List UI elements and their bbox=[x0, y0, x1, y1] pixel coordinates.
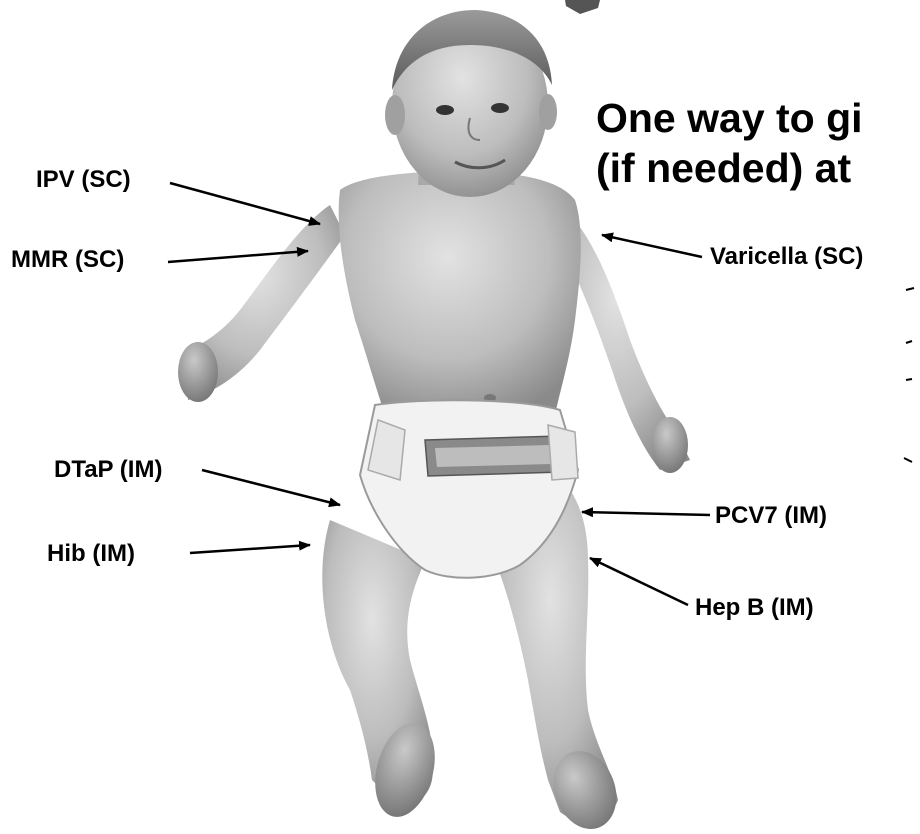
arrow-ipv bbox=[170, 183, 320, 224]
arrow-hepb bbox=[590, 558, 688, 605]
arrow-varicella bbox=[602, 235, 702, 257]
label-hepb: Hep B (IM) bbox=[695, 594, 814, 622]
eye-left bbox=[436, 105, 454, 115]
label-mmr: MMR (SC) bbox=[11, 246, 124, 274]
left-hand bbox=[652, 417, 688, 473]
arrow-pcv7 bbox=[582, 512, 710, 515]
arrow-hib bbox=[190, 545, 310, 553]
label-pcv7: PCV7 (IM) bbox=[715, 502, 827, 530]
label-varicella: Varicella (SC) bbox=[710, 243, 863, 271]
top-object bbox=[565, 0, 600, 14]
label-ipv: IPV (SC) bbox=[36, 166, 131, 194]
ear-left bbox=[385, 95, 405, 135]
title-line-2: (if needed) at bbox=[596, 146, 851, 190]
diaper-tab-right bbox=[548, 425, 578, 480]
title-line-1: One way to gi bbox=[596, 96, 863, 140]
label-hib: Hib (IM) bbox=[47, 540, 135, 568]
ear-right bbox=[539, 94, 557, 130]
arrow-dtap bbox=[202, 470, 340, 505]
label-dtap: DTaP (IM) bbox=[54, 456, 162, 484]
eye-right bbox=[491, 103, 509, 113]
right-hand bbox=[178, 342, 218, 402]
torso bbox=[339, 172, 581, 415]
